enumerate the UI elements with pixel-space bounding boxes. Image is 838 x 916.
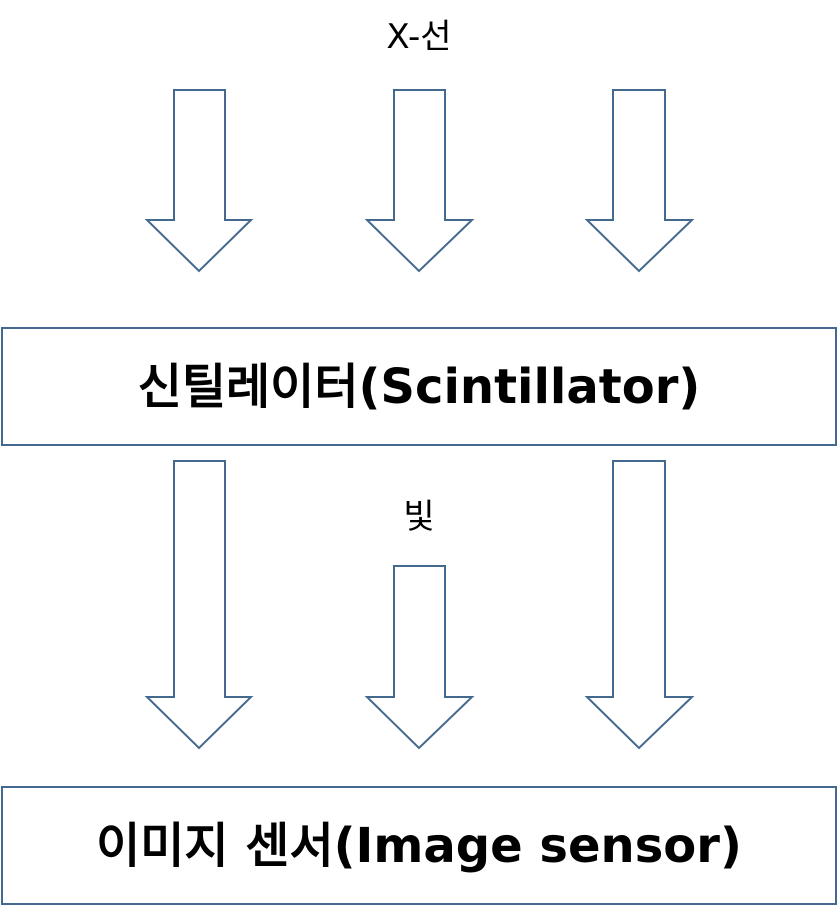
xray-label: X-선	[386, 17, 452, 57]
light-label: 빛	[403, 497, 435, 537]
scintillator-box: 신틸레이터(Scintillator)	[1, 327, 837, 446]
image-sensor-label: 이미지 센서(Image sensor)	[96, 817, 742, 874]
light-arrow-right	[584, 460, 695, 750]
light-arrow-center	[364, 565, 475, 750]
xray-arrow-left	[144, 89, 254, 273]
xray-arrow-center	[364, 89, 475, 273]
scintillator-label: 신틸레이터(Scintillator)	[137, 358, 701, 415]
image-sensor-box: 이미지 센서(Image sensor)	[1, 786, 837, 905]
light-arrow-left	[144, 460, 254, 750]
xray-arrow-right	[584, 89, 695, 273]
